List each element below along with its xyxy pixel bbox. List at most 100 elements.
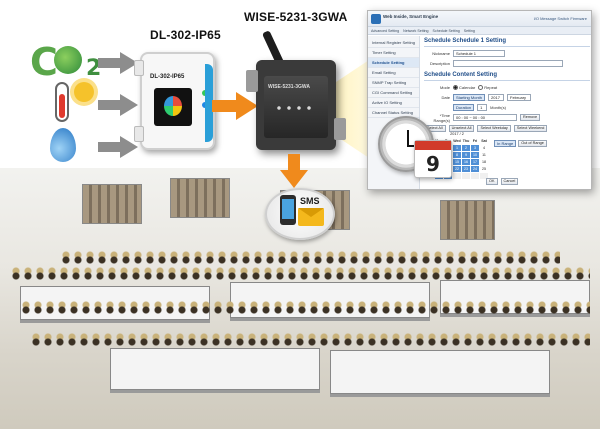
calendar-icon: 9 bbox=[414, 140, 452, 178]
mount-ear bbox=[246, 70, 258, 92]
mount-ear bbox=[134, 60, 144, 76]
remove-button[interactable]: Remove bbox=[520, 114, 541, 121]
select-weekend-button[interactable]: Select Weekend bbox=[513, 125, 548, 132]
clock-hour-hand bbox=[407, 130, 409, 146]
arrow-right-icon bbox=[98, 52, 140, 74]
logger-side-stripe bbox=[205, 64, 213, 142]
calendar-empty-cell bbox=[471, 173, 479, 179]
tab-schedule[interactable]: Schedule Setting bbox=[432, 28, 460, 33]
tab-network[interactable]: Network Setting bbox=[403, 28, 429, 33]
unselect-all-button[interactable]: Unselect All bbox=[448, 125, 475, 132]
calendar-day[interactable]: 11 bbox=[482, 153, 486, 157]
calendar-day[interactable]: 18 bbox=[482, 160, 486, 164]
thermometer-icon bbox=[55, 82, 69, 122]
plant-row bbox=[60, 250, 560, 266]
calendar-day[interactable]: 22 bbox=[453, 166, 461, 172]
calendar-day[interactable]: 1 bbox=[453, 145, 461, 151]
time-range-field[interactable]: 00 : 00 ~ 00 : 00 bbox=[453, 114, 517, 121]
in-range-button[interactable]: In Range bbox=[494, 140, 517, 147]
storage-rack bbox=[82, 184, 142, 224]
mode-repeat-radio[interactable]: Repeat bbox=[478, 85, 497, 91]
sidebar-item-cgi-command[interactable]: CGI Command Setting bbox=[368, 88, 419, 98]
mode-calendar-radio[interactable]: Calendar bbox=[453, 85, 475, 91]
calendar-weekday: Fri bbox=[472, 139, 478, 143]
cancel-button[interactable]: Cancel bbox=[500, 178, 519, 185]
calendar-day[interactable]: 16 bbox=[462, 159, 470, 165]
co2-letter: C bbox=[30, 40, 58, 84]
sidebar-item-snmp-trap[interactable]: SNMP Trap Setting bbox=[368, 78, 419, 88]
gateway-device: WISE-5231-3GWA bbox=[246, 60, 346, 150]
calendar-day[interactable]: 23 bbox=[462, 166, 470, 172]
calendar-day[interactable]: 8 bbox=[453, 152, 461, 158]
arrow-right-icon bbox=[212, 92, 258, 120]
calendar-empty-cell bbox=[462, 173, 470, 179]
sidebar-item-email[interactable]: Email Setting bbox=[368, 68, 419, 78]
calendar-day[interactable]: 9 bbox=[462, 152, 470, 158]
calendar-day[interactable]: 4 bbox=[483, 146, 485, 150]
sidebar-item-timer[interactable]: Timer Setting bbox=[368, 48, 419, 58]
dialog-actions: OK Cancel bbox=[486, 178, 519, 185]
out-of-range-button[interactable]: Out of Range bbox=[518, 140, 547, 147]
calendar-day[interactable]: 10 bbox=[471, 152, 479, 158]
calendar-day[interactable]: 15 bbox=[453, 159, 461, 165]
calendar-empty-cell bbox=[453, 173, 461, 179]
calendar-day[interactable]: 25 bbox=[482, 167, 486, 171]
nickname-label: Nickname bbox=[432, 51, 450, 56]
calendar-weekday: Thu bbox=[462, 139, 470, 143]
co2-leaf-ball bbox=[54, 46, 82, 74]
storage-rack bbox=[440, 200, 495, 240]
brand-logo-icon bbox=[371, 14, 381, 24]
calendar-weekday: Sat bbox=[481, 139, 487, 143]
mount-ear bbox=[334, 118, 346, 140]
gateway-model-text: WISE-5231-3GWA bbox=[268, 84, 310, 90]
duration-button[interactable]: Duration bbox=[453, 104, 475, 111]
sidebar-item-schedule[interactable]: Schedule Setting bbox=[368, 58, 419, 68]
nickname-field[interactable]: Schedule 1 bbox=[453, 50, 505, 57]
sms-label: SMS bbox=[300, 196, 320, 206]
calendar-day[interactable]: 3 bbox=[471, 145, 479, 151]
arrow-right-icon bbox=[98, 94, 140, 116]
arrow-right-icon bbox=[98, 136, 140, 158]
calendar-title: 2017 / 2 bbox=[450, 132, 464, 136]
co2-icon: C 2 bbox=[30, 40, 102, 84]
tab-advanced[interactable]: Advanced Setting bbox=[371, 28, 400, 33]
gateway-label: WISE-5231-3GWA bbox=[244, 10, 348, 24]
logger-model-text: DL-302-IP65 bbox=[150, 74, 185, 80]
gateway-leds bbox=[274, 106, 314, 110]
description-label: Description bbox=[429, 61, 450, 66]
duration-select[interactable]: 1 bbox=[477, 104, 488, 111]
calendar-day[interactable]: 17 bbox=[471, 159, 479, 165]
mount-ear bbox=[134, 126, 144, 142]
calendar-day[interactable]: 2 bbox=[462, 145, 470, 151]
calendar-icon-day: 9 bbox=[426, 152, 440, 176]
sun-icon bbox=[74, 82, 94, 102]
water-drop-icon bbox=[50, 128, 76, 162]
calendar-weekday: Wed bbox=[453, 139, 461, 143]
window-tabs: Advanced Setting Network Setting Schedul… bbox=[368, 27, 591, 35]
month-select[interactable]: February bbox=[507, 94, 532, 101]
data-logger-device: DL-302-IP65 bbox=[134, 52, 215, 150]
content-title: Schedule Content Setting bbox=[424, 72, 590, 81]
description-field[interactable] bbox=[453, 60, 563, 67]
sidebar-item-active-io[interactable]: Active IO Setting bbox=[368, 98, 419, 108]
range-legend: In Range Out of Range bbox=[494, 140, 547, 147]
sidebar-item-internal-register[interactable]: Internal Register Setting bbox=[368, 38, 419, 48]
plant-bench bbox=[110, 348, 320, 390]
co2-subscript: 2 bbox=[86, 56, 102, 81]
header-links[interactable]: I/O Message Switch Firmware bbox=[533, 16, 587, 21]
time-range-label: *Time Range(s) bbox=[433, 112, 450, 123]
schedule-title: Schedule Schedule 1 Setting bbox=[424, 38, 590, 47]
calendar-icon-header bbox=[415, 141, 451, 150]
logger-screen bbox=[154, 88, 192, 126]
calendar-day[interactable]: 24 bbox=[471, 166, 479, 172]
mode-label: Mode bbox=[439, 85, 450, 90]
window-header: Web Inside, Smart Engine I/O Message Swi… bbox=[368, 11, 591, 27]
select-weekday-button[interactable]: Select Weekday bbox=[477, 125, 511, 132]
year-select[interactable]: 2017 bbox=[488, 94, 505, 101]
phone-icon bbox=[280, 195, 296, 225]
tab-setting[interactable]: Setting bbox=[463, 28, 475, 33]
starting-month-button[interactable]: Starting Month bbox=[453, 94, 486, 101]
ok-button[interactable]: OK bbox=[486, 178, 498, 185]
plant-bench bbox=[330, 350, 550, 394]
plant-row bbox=[30, 332, 590, 348]
